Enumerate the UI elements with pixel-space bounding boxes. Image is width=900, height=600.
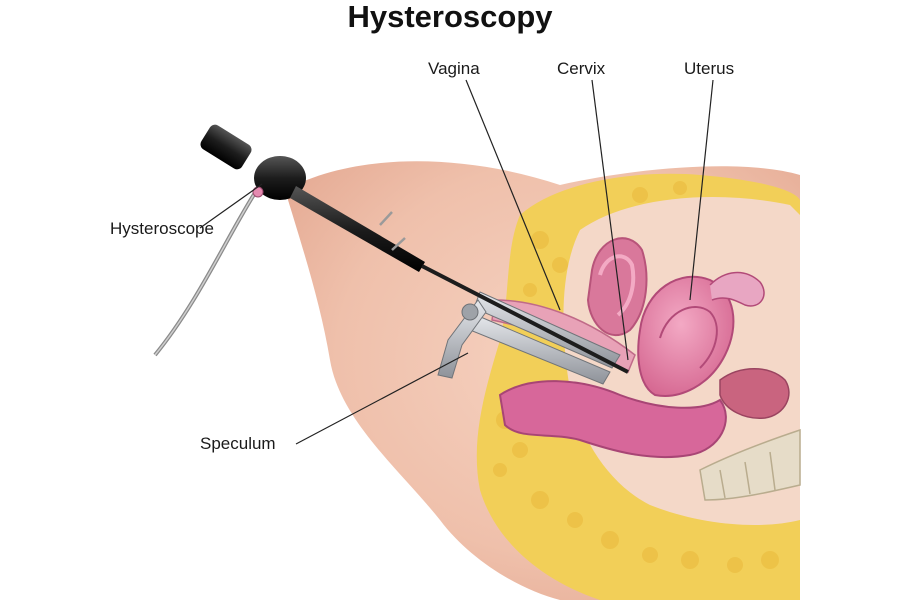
diagram-title: Hysteroscopy [347,0,553,34]
leader-line-speculum [295,352,469,445]
bowel-loop [719,368,790,419]
hysteroscope-eyepiece [200,124,252,170]
leader-lines [199,79,714,445]
hysteroscope-valve [252,186,264,198]
hysteroscope-body [254,156,306,200]
hysteroscope-ports [379,211,406,251]
hysteroscope-shaft [421,264,629,374]
label-vagina: Vagina [428,59,480,78]
label-speculum: Speculum [200,434,276,453]
label-hysteroscope: Hysteroscope [110,219,214,238]
uterine-cavity [659,306,718,369]
leader-line-cervix [591,79,629,361]
leader-line-vagina [465,79,561,311]
sacral-segments [719,451,776,499]
leader-line-uterus [689,79,714,301]
hysteroscope-sheath [290,186,425,272]
fallopian-tube [709,271,765,307]
uterus-body [637,275,735,397]
sacrum [699,428,801,501]
leader-line-hysteroscope [199,183,263,229]
hysteroscope-instrument [153,124,629,374]
rectum [498,380,727,459]
label-cervix: Cervix [557,59,606,78]
bladder-highlight [598,254,636,317]
label-uterus: Uterus [684,59,735,78]
